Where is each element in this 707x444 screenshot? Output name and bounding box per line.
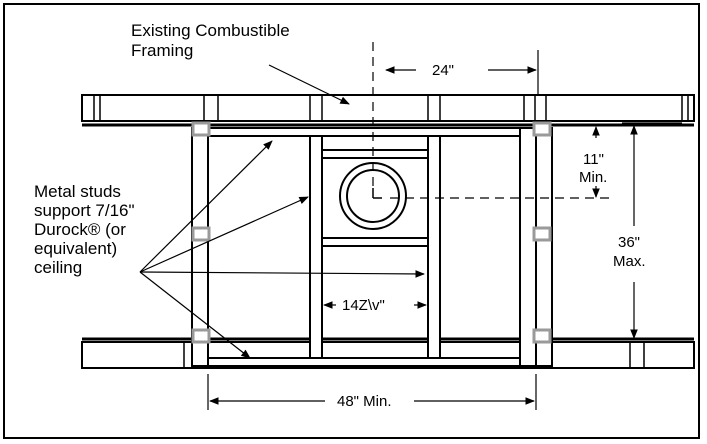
dim-36-max-label: Max.	[613, 253, 646, 270]
studs-label-line4: equivalent)	[34, 239, 117, 258]
top-joist-blocks	[93, 94, 689, 122]
studs-label-line2: support 7/16"	[34, 201, 135, 220]
dim-36-label: 36"	[618, 234, 640, 251]
centerlines	[372, 42, 612, 199]
dim-11-min-label: Min.	[579, 169, 607, 186]
studs-label-line3: Durock® (or	[34, 220, 126, 239]
dim-48-label: 48" Min.	[337, 393, 392, 410]
studs-label-line5: ceiling	[34, 258, 82, 277]
studs-label-line1: Metal studs	[34, 182, 121, 201]
dimension-lines	[207, 50, 682, 410]
top-joist	[81, 94, 695, 127]
pipe-center-mark	[372, 188, 382, 199]
dim-24-label: 24"	[432, 62, 454, 79]
leader-lines	[139, 64, 425, 359]
framing-label-line1: Existing Combustible	[131, 21, 290, 40]
framing-label-line2: Framing	[131, 41, 193, 60]
stud-clips	[191, 121, 552, 344]
dim-14-label: 14Z\v"	[342, 297, 385, 314]
dim-11-label: 11"	[583, 151, 604, 168]
